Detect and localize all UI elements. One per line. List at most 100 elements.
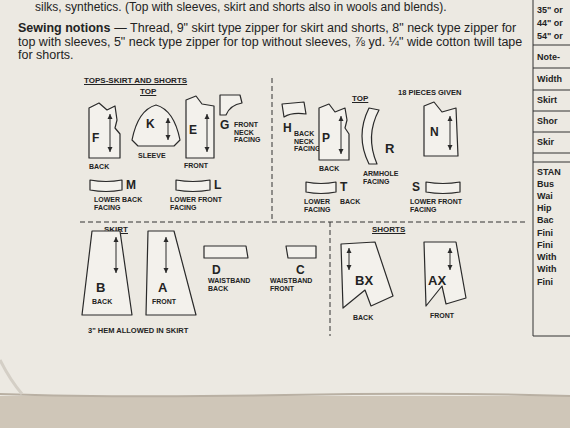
piece-letter: H bbox=[283, 122, 295, 135]
piece-letter: M bbox=[126, 179, 138, 192]
piece-name: FRONT bbox=[430, 312, 470, 320]
pattern-piece: AX FRONT bbox=[420, 240, 476, 332]
section-dividers bbox=[80, 78, 528, 336]
piece-name: LOWER FRONT FACING bbox=[170, 196, 230, 211]
piece-shape bbox=[204, 246, 248, 258]
chart-heading: 35" or bbox=[537, 5, 570, 15]
pattern-piece: HBACK NECK FACING bbox=[280, 100, 323, 170]
piece-letter: C bbox=[296, 264, 308, 277]
piece-shape bbox=[424, 242, 466, 306]
piece-outline bbox=[420, 100, 470, 162]
chart-heading: Fini bbox=[537, 240, 570, 250]
grainline-arrow bbox=[347, 248, 352, 270]
piece-shape bbox=[220, 95, 242, 115]
piece-shape bbox=[90, 180, 122, 192]
piece-outline bbox=[315, 102, 353, 176]
pattern-piece: M LOWER BACK FACING bbox=[88, 176, 151, 216]
grainline-arrow bbox=[205, 114, 210, 152]
piece-letter: F bbox=[92, 132, 104, 145]
chart-heading: Width bbox=[537, 74, 570, 84]
piece-name: LOWER BACK FACING bbox=[94, 196, 150, 211]
pattern-piece: F BACK bbox=[85, 100, 130, 176]
chart-heading: With bbox=[537, 264, 570, 274]
piece-shape bbox=[82, 231, 132, 315]
notions-paragraph: Sewing notions— Thread, 9" skirt type zi… bbox=[18, 22, 530, 63]
piece-name: BACK NECK FACING bbox=[294, 130, 322, 153]
pattern-piece: AFRONT bbox=[142, 227, 202, 325]
piece-name: BACK bbox=[353, 314, 393, 322]
piece-shape bbox=[319, 104, 349, 160]
grainline-arrow bbox=[448, 248, 453, 270]
pattern-piece: DWAISTBAND BACK bbox=[200, 240, 263, 302]
chart-heading: Shor bbox=[537, 116, 570, 126]
piece-name: FRONT bbox=[184, 162, 220, 170]
piece-name: LOWER FRONT FACING bbox=[410, 198, 470, 213]
piece-name: BACK bbox=[92, 298, 132, 306]
piece-name: WAISTBAND FRONT bbox=[270, 277, 326, 292]
piece-letter: S bbox=[412, 181, 424, 194]
chart-heading: Note- bbox=[537, 52, 570, 62]
piece-shape bbox=[362, 108, 379, 164]
piece-letter: B bbox=[96, 281, 110, 295]
grainline-arrow bbox=[114, 237, 119, 273]
piece-letter: A bbox=[158, 281, 172, 295]
piece-letter: BX bbox=[355, 274, 379, 288]
chart-heading: Skirt bbox=[537, 95, 570, 105]
piece-name: BACK bbox=[89, 163, 129, 171]
piece-outline bbox=[200, 240, 262, 302]
pattern-piece: BX BACK bbox=[335, 240, 401, 332]
chart-heading: Bac bbox=[537, 215, 570, 225]
section-label: TOP bbox=[352, 94, 382, 103]
piece-shape bbox=[89, 103, 120, 158]
paper-edge bbox=[0, 394, 570, 397]
piece-letter: R bbox=[385, 142, 399, 156]
section-label: SHORTS bbox=[372, 225, 422, 234]
chart-heading: STAN bbox=[537, 167, 570, 177]
chart-column-rules bbox=[533, 0, 570, 336]
paper-fold bbox=[0, 360, 22, 394]
chart-heading: Fini bbox=[537, 228, 570, 238]
piece-outline bbox=[80, 227, 138, 325]
section-label: TOP bbox=[140, 87, 170, 96]
piece-shape bbox=[186, 96, 214, 158]
piece-letter: N bbox=[430, 126, 444, 139]
chart-heading: With bbox=[537, 252, 570, 262]
piece-name: FRONT NECK FACING bbox=[234, 121, 268, 144]
grainline-arrow bbox=[339, 116, 344, 154]
piece-shape bbox=[426, 182, 460, 194]
piece-name: WAISTBAND BACK bbox=[208, 277, 262, 292]
piece-name: BACK bbox=[340, 198, 366, 206]
piece-letter: AX bbox=[428, 274, 452, 288]
chart-heading: Fini bbox=[537, 277, 570, 287]
piece-name: LOWER FACING bbox=[304, 198, 338, 213]
pattern-piece: N bbox=[420, 100, 470, 162]
piece-letter: P bbox=[322, 132, 334, 145]
chart-heading: Hip bbox=[537, 203, 570, 213]
grainline-arrow bbox=[164, 237, 169, 273]
chart-heading: 54" or bbox=[537, 31, 570, 41]
pattern-piece: KSLEEVE bbox=[130, 100, 185, 166]
chart-heading: Skir bbox=[537, 137, 570, 147]
piece-shape bbox=[424, 102, 458, 156]
pattern-piece: LLOWER FRONT FACING bbox=[168, 176, 231, 216]
section-label: silks, synthetics. (Top with sleeves, sk… bbox=[35, 1, 530, 15]
pattern-piece: CWAISTBAND FRONT bbox=[266, 240, 327, 302]
piece-shape bbox=[282, 102, 306, 117]
piece-letter: D bbox=[212, 264, 224, 277]
pattern-piece: TLOWER FACINGBACK bbox=[300, 176, 367, 218]
piece-shape bbox=[146, 231, 196, 315]
chart-heading: Bus bbox=[537, 179, 570, 189]
piece-outline bbox=[142, 227, 202, 325]
piece-shape bbox=[176, 180, 210, 192]
grainline-arrow bbox=[108, 114, 113, 152]
grainline-arrow bbox=[166, 118, 171, 140]
section-label: TOPS-SKIRT AND SHORTS bbox=[84, 76, 214, 85]
chart-heading: 44" or bbox=[537, 18, 570, 28]
piece-name: ARMHOLE FACING bbox=[363, 170, 403, 185]
piece-shape bbox=[132, 105, 180, 146]
pattern-piece: GFRONT NECK FACING bbox=[218, 93, 269, 163]
piece-shape bbox=[286, 246, 316, 258]
section-label: 18 PIECES GIVEN bbox=[398, 89, 478, 98]
piece-name: SLEEVE bbox=[138, 152, 183, 160]
